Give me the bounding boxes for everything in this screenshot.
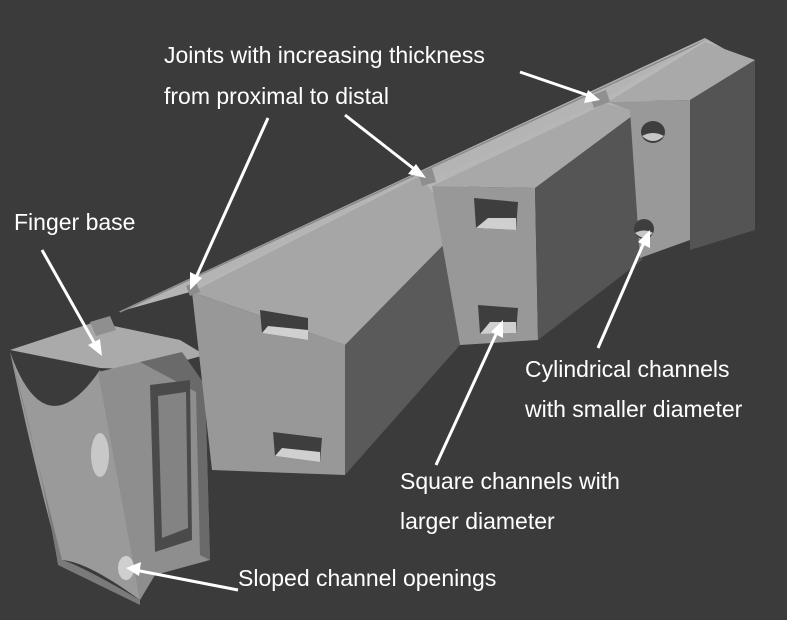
base-inner-plate <box>158 392 188 538</box>
distal-bevel <box>608 42 755 102</box>
label-sloped: Sloped channel openings <box>238 565 497 591</box>
proximal-top-bevel <box>192 176 460 345</box>
arrow-joint-1-head <box>190 272 202 290</box>
cyl-channel-shade-upper <box>642 133 664 141</box>
arrow-joint-2-head <box>408 164 426 178</box>
label-square-line2: larger diameter <box>400 508 555 534</box>
middle-bevel <box>432 104 640 188</box>
arrow-joint-3-line <box>519 70 591 98</box>
distal-side <box>690 60 755 250</box>
arrow-square-head <box>491 320 503 338</box>
mid-channel-floor-upper <box>476 218 516 230</box>
top-crease <box>119 39 707 313</box>
label-joints-line2: from proximal to distal <box>164 83 389 109</box>
arrow-finger-base-line <box>40 249 98 347</box>
label-cylindrical-line2: with smaller diameter <box>525 396 743 422</box>
prox-channel-floor-upper <box>262 326 308 340</box>
arrow-square-line <box>434 329 500 466</box>
label-square-line1: Square channels with <box>400 468 620 494</box>
distal-segment <box>605 40 755 258</box>
base-top <box>10 322 205 370</box>
middle-segment <box>430 102 642 345</box>
arrow-finger-base-head <box>88 339 102 356</box>
proximal-side <box>345 228 460 475</box>
label-joints-line1: Joints with increasing thickness <box>164 42 485 68</box>
proximal-segment <box>190 175 460 475</box>
arrow-joint-1-line <box>192 117 270 283</box>
arrow-cylindrical-line <box>596 239 647 349</box>
base-tab <box>90 316 116 336</box>
label-finger-base: Finger base <box>14 209 136 235</box>
joint-marker-3 <box>590 90 610 108</box>
joint-marker-2 <box>418 168 436 186</box>
label-cylindrical-line1: Cylindrical channels <box>525 356 730 382</box>
arrow-joint-2-line <box>344 113 419 174</box>
arrow-joint-3-head <box>584 90 600 103</box>
base-rail-side <box>140 352 210 560</box>
arrow-cylindrical-head <box>638 230 650 248</box>
middle-side <box>535 110 642 340</box>
arrow-sloped-head <box>126 562 141 576</box>
sloped-opening-upper <box>91 433 109 477</box>
finger-base-block <box>10 316 210 605</box>
joint-marker-1 <box>186 282 200 296</box>
prox-channel-floor-lower <box>275 448 320 462</box>
distal-front <box>608 100 690 258</box>
arrow-sloped-line <box>134 568 239 592</box>
